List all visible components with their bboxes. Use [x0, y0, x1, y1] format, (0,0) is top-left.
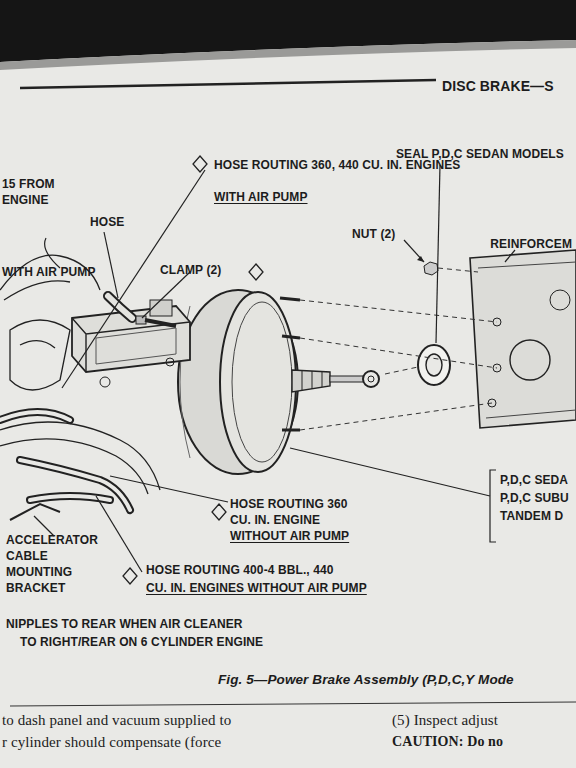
model-note: P,D,C SUBU — [500, 490, 569, 506]
part-label: CLAMP (2) — [160, 262, 221, 278]
note-text: TO RIGHT/REAR ON 6 CYLINDER ENGINE — [20, 634, 263, 650]
routing-note: HOSE ROUTING 360 CU. IN. ENGINE — [230, 496, 360, 528]
routing-note: WITHOUT AIR PUMP — [230, 528, 349, 544]
part-label: 15 FROM ENGINE — [2, 176, 60, 208]
part-label: REINFORCEM — [490, 236, 572, 252]
body-text: (5) Inspect adjust — [392, 712, 498, 728]
routing-note: HOSE ROUTING 400-4 BBL., 440 — [146, 562, 334, 578]
part-label: NUT (2) — [352, 226, 395, 242]
part-label: WITH AIR PUMP — [2, 264, 96, 280]
part-label: HOSE — [90, 214, 124, 230]
part-label: SEAL P,D,C SEDAN MODELS — [396, 146, 564, 162]
model-note: TANDEM D — [500, 508, 563, 524]
body-text: to dash panel and vacuum supplied to — [2, 712, 231, 728]
model-note: P,D,C SEDA — [500, 472, 568, 488]
body-text: r cylinder should compensate (force — [2, 734, 221, 750]
page-header: DISC BRAKE—S — [442, 78, 554, 94]
part-label: ACCELERATOR CABLE MOUNTING BRACKET — [6, 532, 102, 596]
figure-caption: Fig. 5—Power Brake Assembly (P,D,C,Y Mod… — [218, 672, 514, 688]
routing-note: CU. IN. ENGINES WITHOUT AIR PUMP — [146, 580, 367, 596]
routing-note: WITH AIR PUMP — [214, 189, 308, 205]
note-text: NIPPLES TO REAR WHEN AIR CLEANER — [6, 616, 243, 632]
caution-text: CAUTION: Do no — [392, 734, 503, 750]
